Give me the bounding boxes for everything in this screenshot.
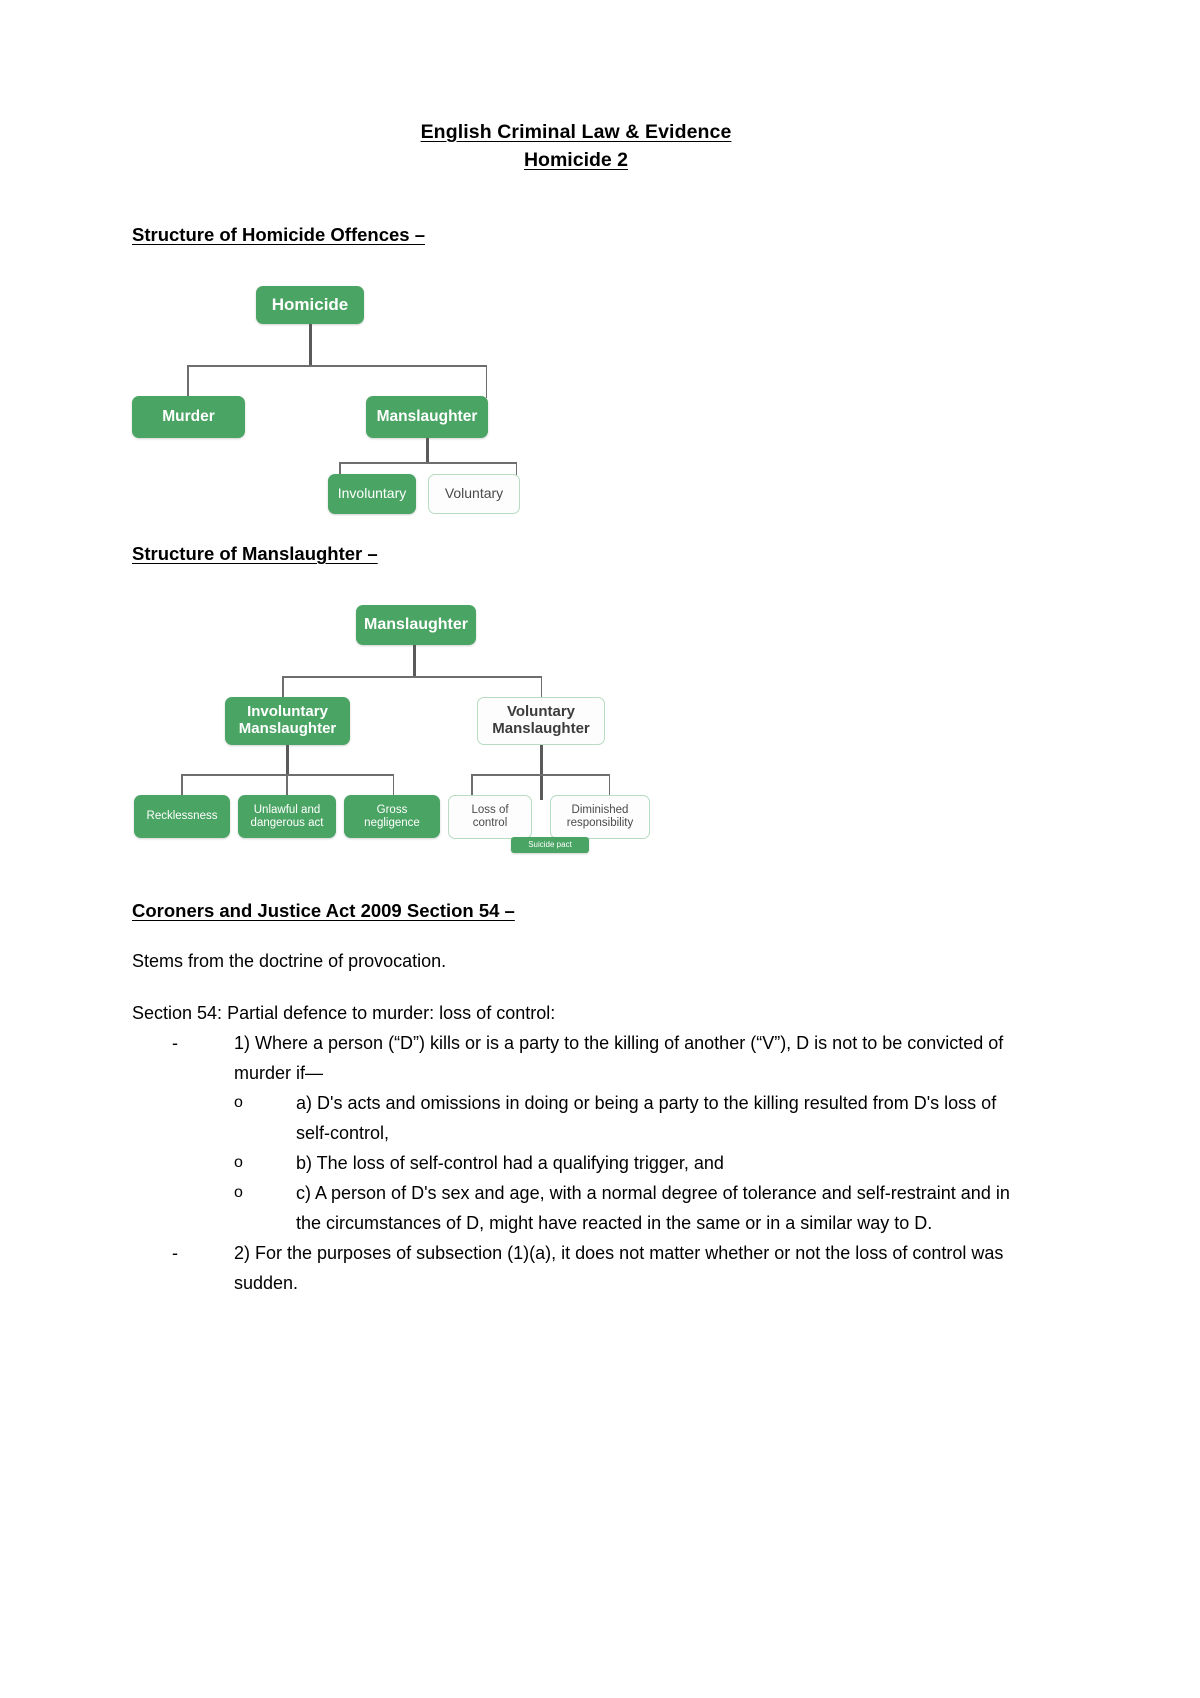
- connector2-to-diminished-responsibility: [608, 774, 610, 797]
- diagram2-node-diminished-responsibility: Diminished responsibility: [550, 795, 650, 839]
- document-subtitle: Homicide 2: [132, 146, 1020, 174]
- diagram2-node-unlawful-dangerous-act: Unlawful and dangerous act: [238, 795, 336, 838]
- diagram-node-voluntary: Voluntary: [428, 474, 520, 514]
- connector2-root-stem: [413, 645, 416, 677]
- connector2-to-involuntary: [282, 676, 284, 700]
- list-item: o b) The loss of self-control had a qual…: [234, 1148, 1020, 1178]
- connector-to-murder: [187, 365, 189, 398]
- document-title-text: English Criminal Law & Evidence: [420, 121, 732, 143]
- diagram-node-murder: Murder: [132, 396, 245, 438]
- diagram2-node-manslaughter: Manslaughter: [356, 605, 476, 645]
- diagram2-node-suicide-pact: Suicide pact: [511, 837, 589, 853]
- sublist-item-text: a) D's acts and omissions in doing or be…: [296, 1093, 997, 1143]
- sublist-item-text: c) A person of D's sex and age, with a n…: [296, 1183, 1010, 1233]
- connector2-to-loss-of-control: [471, 774, 473, 797]
- list-item-text: 1) Where a person (“D”) kills or is a pa…: [234, 1033, 1004, 1083]
- diagram-node-involuntary: Involuntary: [328, 474, 416, 514]
- diagram2-node-involuntary-manslaughter: Involuntary Manslaughter: [225, 697, 350, 745]
- heading-manslaughter-structure-text: Structure of Manslaughter –: [132, 543, 378, 564]
- connector-root-stem: [309, 324, 312, 366]
- connector-to-involuntary: [339, 462, 341, 477]
- heading-homicide-structure-text: Structure of Homicide Offences –: [132, 224, 425, 245]
- list-marker-dash: -: [172, 1243, 178, 1263]
- heading-coroners-justice-act-text: Coroners and Justice Act 2009 Section 54…: [132, 900, 515, 921]
- list-item: o c) A person of D's sex and age, with a…: [234, 1178, 1020, 1238]
- heading-manslaughter-structure: Structure of Manslaughter –: [132, 541, 1020, 567]
- sublist-marker-circle: o: [234, 1184, 243, 1201]
- connector2-to-recklessness: [181, 774, 183, 797]
- diagram2-node-recklessness: Recklessness: [134, 795, 230, 838]
- list-marker-dash: -: [172, 1033, 178, 1053]
- heading-coroners-justice-act: Coroners and Justice Act 2009 Section 54…: [132, 898, 1020, 924]
- connector2-to-voluntary: [540, 676, 542, 700]
- diagram-node-homicide: Homicide: [256, 286, 364, 324]
- diagram-node-manslaughter: Manslaughter: [366, 396, 488, 438]
- diagram-manslaughter-structure: Manslaughter Involuntary Manslaughter Vo…: [132, 585, 652, 853]
- list-item: o a) D's acts and omissions in doing or …: [234, 1088, 1020, 1148]
- sublist-item-text: b) The loss of self-control had a qualif…: [296, 1153, 724, 1173]
- paragraph-provocation: Stems from the doctrine of provocation.: [132, 951, 447, 971]
- document-content: English Criminal Law & Evidence Homicide…: [132, 118, 1020, 1298]
- connector2-root-bus: [282, 676, 542, 678]
- diagram-homicide-offences: Homicide Murder Manslaughter Involuntary…: [132, 266, 552, 514]
- connector2-involuntary-bus: [181, 774, 394, 776]
- connector-to-manslaughter: [485, 365, 487, 398]
- connector2-involuntary-stem: [286, 745, 289, 775]
- connector2-to-gross-negligence: [392, 774, 394, 797]
- list-item-text: 2) For the purposes of subsection (1)(a)…: [234, 1243, 1004, 1293]
- document-title: English Criminal Law & Evidence: [132, 118, 1020, 146]
- diagram2-node-loss-of-control: Loss of control: [448, 795, 532, 839]
- document-subtitle-text: Homicide 2: [523, 149, 629, 171]
- sublist-marker-circle: o: [234, 1154, 243, 1171]
- sublist-marker-circle: o: [234, 1094, 243, 1111]
- diagram2-node-voluntary-manslaughter: Voluntary Manslaughter: [477, 697, 605, 745]
- connector-to-voluntary: [515, 462, 517, 477]
- list-item: - 2) For the purposes of subsection (1)(…: [172, 1238, 1020, 1298]
- heading-homicide-structure: Structure of Homicide Offences –: [132, 222, 1020, 248]
- connector2-to-unlawful-act: [286, 774, 288, 797]
- connector-manslaughter-stem: [426, 438, 429, 463]
- connector2-voluntary-stem: [539, 745, 543, 800]
- diagram2-node-gross-negligence: Gross negligence: [344, 795, 440, 838]
- connector-root-bus: [187, 365, 487, 367]
- section54-list: - 1) Where a person (“D”) kills or is a …: [132, 1028, 1020, 1298]
- connector-manslaughter-bus: [339, 462, 517, 464]
- list-item: - 1) Where a person (“D”) kills or is a …: [172, 1028, 1020, 1238]
- connector2-voluntary-bus: [471, 774, 610, 776]
- paragraph-section54-lead: Section 54: Partial defence to murder: l…: [132, 1003, 556, 1023]
- section54-sublist: o a) D's acts and omissions in doing or …: [234, 1088, 1020, 1238]
